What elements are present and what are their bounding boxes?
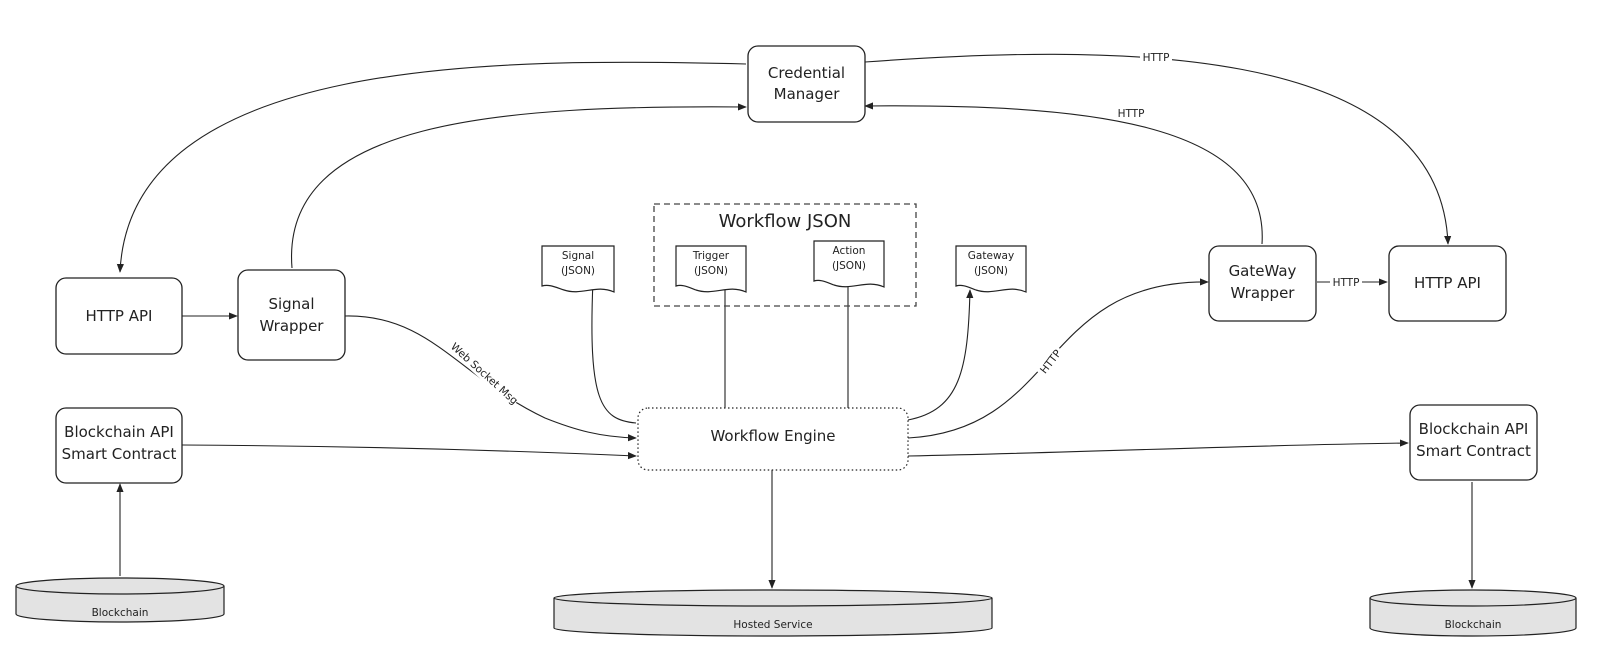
http-api-right-label: HTTP API bbox=[1414, 274, 1481, 292]
blockchain-api-right-line1: Blockchain API bbox=[1419, 420, 1529, 438]
edge-engine-to-signal-doc bbox=[589, 279, 637, 424]
edge-engine-to-blockchain-api-right bbox=[907, 439, 1409, 457]
workflow-engine-label: Workflow Engine bbox=[710, 427, 835, 445]
store-blockchain-right: Blockchain bbox=[1369, 589, 1577, 637]
node-credential-manager: Credential Manager bbox=[747, 45, 866, 123]
edge-credential-to-http-api-right bbox=[864, 53, 1452, 245]
edge-label-gateway-credential: HTTP bbox=[1118, 108, 1145, 120]
edge-label-gateway-http-api-right: HTTP bbox=[1333, 277, 1360, 289]
signal-wrapper-line1: Signal bbox=[268, 295, 314, 313]
doc-trigger: Trigger (JSON) bbox=[675, 245, 747, 293]
doc-action-title: Action bbox=[833, 245, 866, 257]
blockchain-api-left-line2: Smart Contract bbox=[62, 445, 177, 463]
store-blockchain-left: Blockchain bbox=[15, 577, 225, 623]
doc-gateway: Gateway (JSON) bbox=[955, 245, 1027, 293]
http-api-left-label: HTTP API bbox=[86, 307, 153, 325]
blockchain-api-left-line1: Blockchain API bbox=[64, 423, 174, 441]
workflow-json-title: Workflow JSON bbox=[719, 211, 852, 232]
doc-action-subtitle: (JSON) bbox=[832, 260, 866, 272]
edge-credential-to-http-api-left bbox=[116, 61, 747, 273]
gateway-wrapper-line1: GateWay bbox=[1229, 262, 1297, 280]
edge-label-web-socket-msg: Web Socket Msg bbox=[448, 341, 520, 407]
store-hosted-service-label: Hosted Service bbox=[733, 619, 812, 631]
credential-manager-line2: Manager bbox=[774, 85, 841, 103]
gateway-wrapper-line2: Wrapper bbox=[1231, 284, 1296, 302]
edge-engine-to-gateway-doc bbox=[907, 289, 974, 421]
doc-signal-subtitle: (JSON) bbox=[561, 265, 595, 277]
signal-wrapper-line2: Wrapper bbox=[260, 317, 325, 335]
node-gateway-wrapper: GateWay Wrapper bbox=[1208, 245, 1317, 322]
node-blockchain-api-right: Blockchain API Smart Contract bbox=[1409, 404, 1538, 481]
store-blockchain-right-label: Blockchain bbox=[1445, 619, 1502, 631]
doc-signal: Signal (JSON) bbox=[541, 245, 615, 293]
doc-trigger-subtitle: (JSON) bbox=[694, 265, 728, 277]
doc-gateway-subtitle: (JSON) bbox=[974, 265, 1008, 277]
edge-blockchain-api-left-to-engine bbox=[181, 444, 637, 460]
node-blockchain-api-left: Blockchain API Smart Contract bbox=[55, 407, 183, 484]
edge-signal-wrapper-to-credential bbox=[291, 103, 747, 269]
edge-gateway-to-credential bbox=[864, 102, 1263, 245]
node-signal-wrapper: Signal Wrapper bbox=[237, 269, 346, 361]
node-workflow-engine: Workflow Engine bbox=[637, 407, 909, 471]
credential-manager-line1: Credential bbox=[768, 64, 845, 82]
store-blockchain-left-label: Blockchain bbox=[92, 607, 149, 619]
node-http-api-right: HTTP API bbox=[1388, 245, 1507, 322]
blockchain-api-right-line2: Smart Contract bbox=[1416, 442, 1531, 460]
edge-label-credential-http-api-right: HTTP bbox=[1143, 52, 1170, 64]
doc-action: Action (JSON) bbox=[813, 240, 885, 288]
node-http-api-left: HTTP API bbox=[55, 277, 183, 355]
doc-signal-title: Signal bbox=[562, 250, 594, 262]
store-hosted-service: Hosted Service bbox=[553, 589, 993, 637]
doc-trigger-title: Trigger bbox=[692, 250, 730, 262]
edge-labels: HTTP HTTP HTTP HTTP Web Socket Msg bbox=[448, 50, 1362, 408]
workflow-json-group: Workflow JSON bbox=[653, 203, 917, 307]
doc-gateway-title: Gateway bbox=[968, 250, 1014, 262]
